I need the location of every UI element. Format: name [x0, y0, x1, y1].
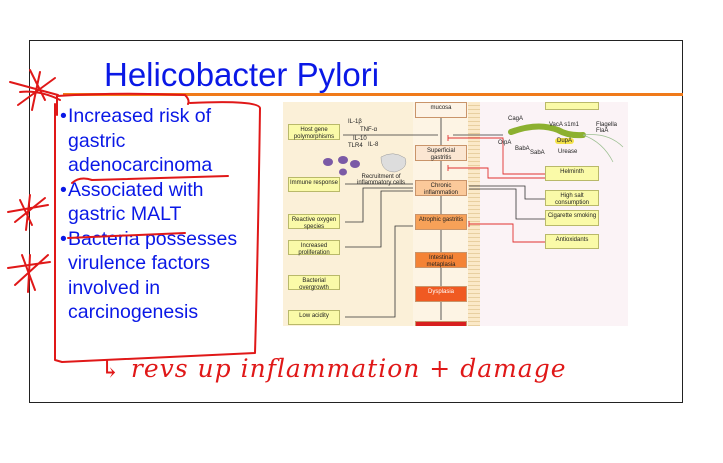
virulence-label: Flagella FlaA: [596, 122, 618, 134]
factor-ros: Reactive oxygen species: [288, 214, 340, 230]
stage-carcinoma: [415, 321, 467, 326]
factor-overgrowth: Bacterial overgrowth: [288, 275, 340, 291]
cytokine-label: TNF-α: [360, 127, 378, 133]
factor-smoking: Cigarette smoking: [545, 210, 599, 226]
bullet-line: virulence factors: [68, 252, 210, 274]
bullet-line: gastric MALT: [68, 203, 182, 225]
stage-dysplasia: Dysplasia: [415, 286, 467, 302]
star-icon: [7, 194, 49, 231]
bullet-line: involved in: [68, 276, 161, 299]
factor-helminth: Helminth: [545, 166, 599, 181]
bullet-item: • Bacteria possesses virulence factors i…: [60, 227, 238, 324]
cytokine-label: IL-8: [368, 142, 379, 148]
stage-intestinal-metaplasia: Intestinal metaplasia: [415, 252, 467, 268]
factor-host-gene: Host gene polymorphisms: [288, 124, 340, 140]
bullet-line: Increased risk of: [68, 105, 212, 127]
bullet-list: • Increased risk of gastric adenocarcino…: [60, 104, 270, 325]
stage-atrophic-gastritis: Atrophic gastritis: [415, 214, 467, 230]
bullet-item: • Increased risk of gastric adenocarcino…: [60, 105, 213, 176]
cytokine-label: IL-1β: [348, 119, 362, 125]
bullet-line: Bacteria possesses: [68, 227, 238, 250]
handwritten-note: ↳ revs up inflammation + damage: [100, 354, 567, 383]
annotation-box: [54, 92, 261, 363]
star-icon: [7, 254, 51, 293]
virulence-label: DupA: [555, 138, 575, 144]
bullet-item: • Associated with gastric MALT: [60, 178, 204, 226]
factor-immune: Immune response: [288, 177, 340, 192]
virulence-label: SabA: [530, 150, 545, 156]
factor-antioxidants: Antioxidants: [545, 234, 599, 249]
star-icon: [9, 69, 61, 111]
bacterium-icon: [508, 123, 586, 139]
bullet-line: Associated with: [68, 178, 204, 201]
virulence-label: CagA: [508, 116, 524, 122]
title-underline: [63, 93, 683, 96]
cytokine-label: TLR4: [348, 143, 363, 149]
virulence-label: VacA s1m1: [549, 122, 579, 128]
stage-chronic-inflammation: Chronic inflammation: [415, 180, 467, 196]
carcinogenesis-diagram: Host gene polymorphisms Immune response …: [283, 102, 628, 326]
factor-salt: High salt consumption: [545, 190, 599, 206]
stage-mucosa: mucosa: [415, 102, 467, 118]
bullet-line: carcinogenesis: [68, 301, 199, 323]
underline: [71, 175, 229, 184]
factor-top-right: [545, 102, 599, 110]
diagram-arrows: [323, 110, 624, 320]
cytokine-label: IL-10: [353, 136, 367, 142]
virulence-label: BabA: [515, 146, 530, 152]
bullet-line: gastric: [68, 129, 126, 152]
stage-superficial-gastritis: Superficial gastritis: [415, 145, 467, 161]
underline: [67, 232, 186, 239]
virulence-label: OipA: [498, 140, 512, 146]
bullet-line: adenocarcinoma: [68, 154, 213, 176]
slide-title: Helicobacter Pylori: [104, 56, 380, 93]
virulence-label: Urease: [558, 149, 578, 155]
recruitment-label: Recruitment of inflammatory cells: [356, 174, 405, 186]
factor-low-acidity: Low acidity: [288, 310, 340, 325]
villi-border: [468, 102, 480, 326]
factor-proliferation: Increased proliferation: [288, 240, 340, 256]
